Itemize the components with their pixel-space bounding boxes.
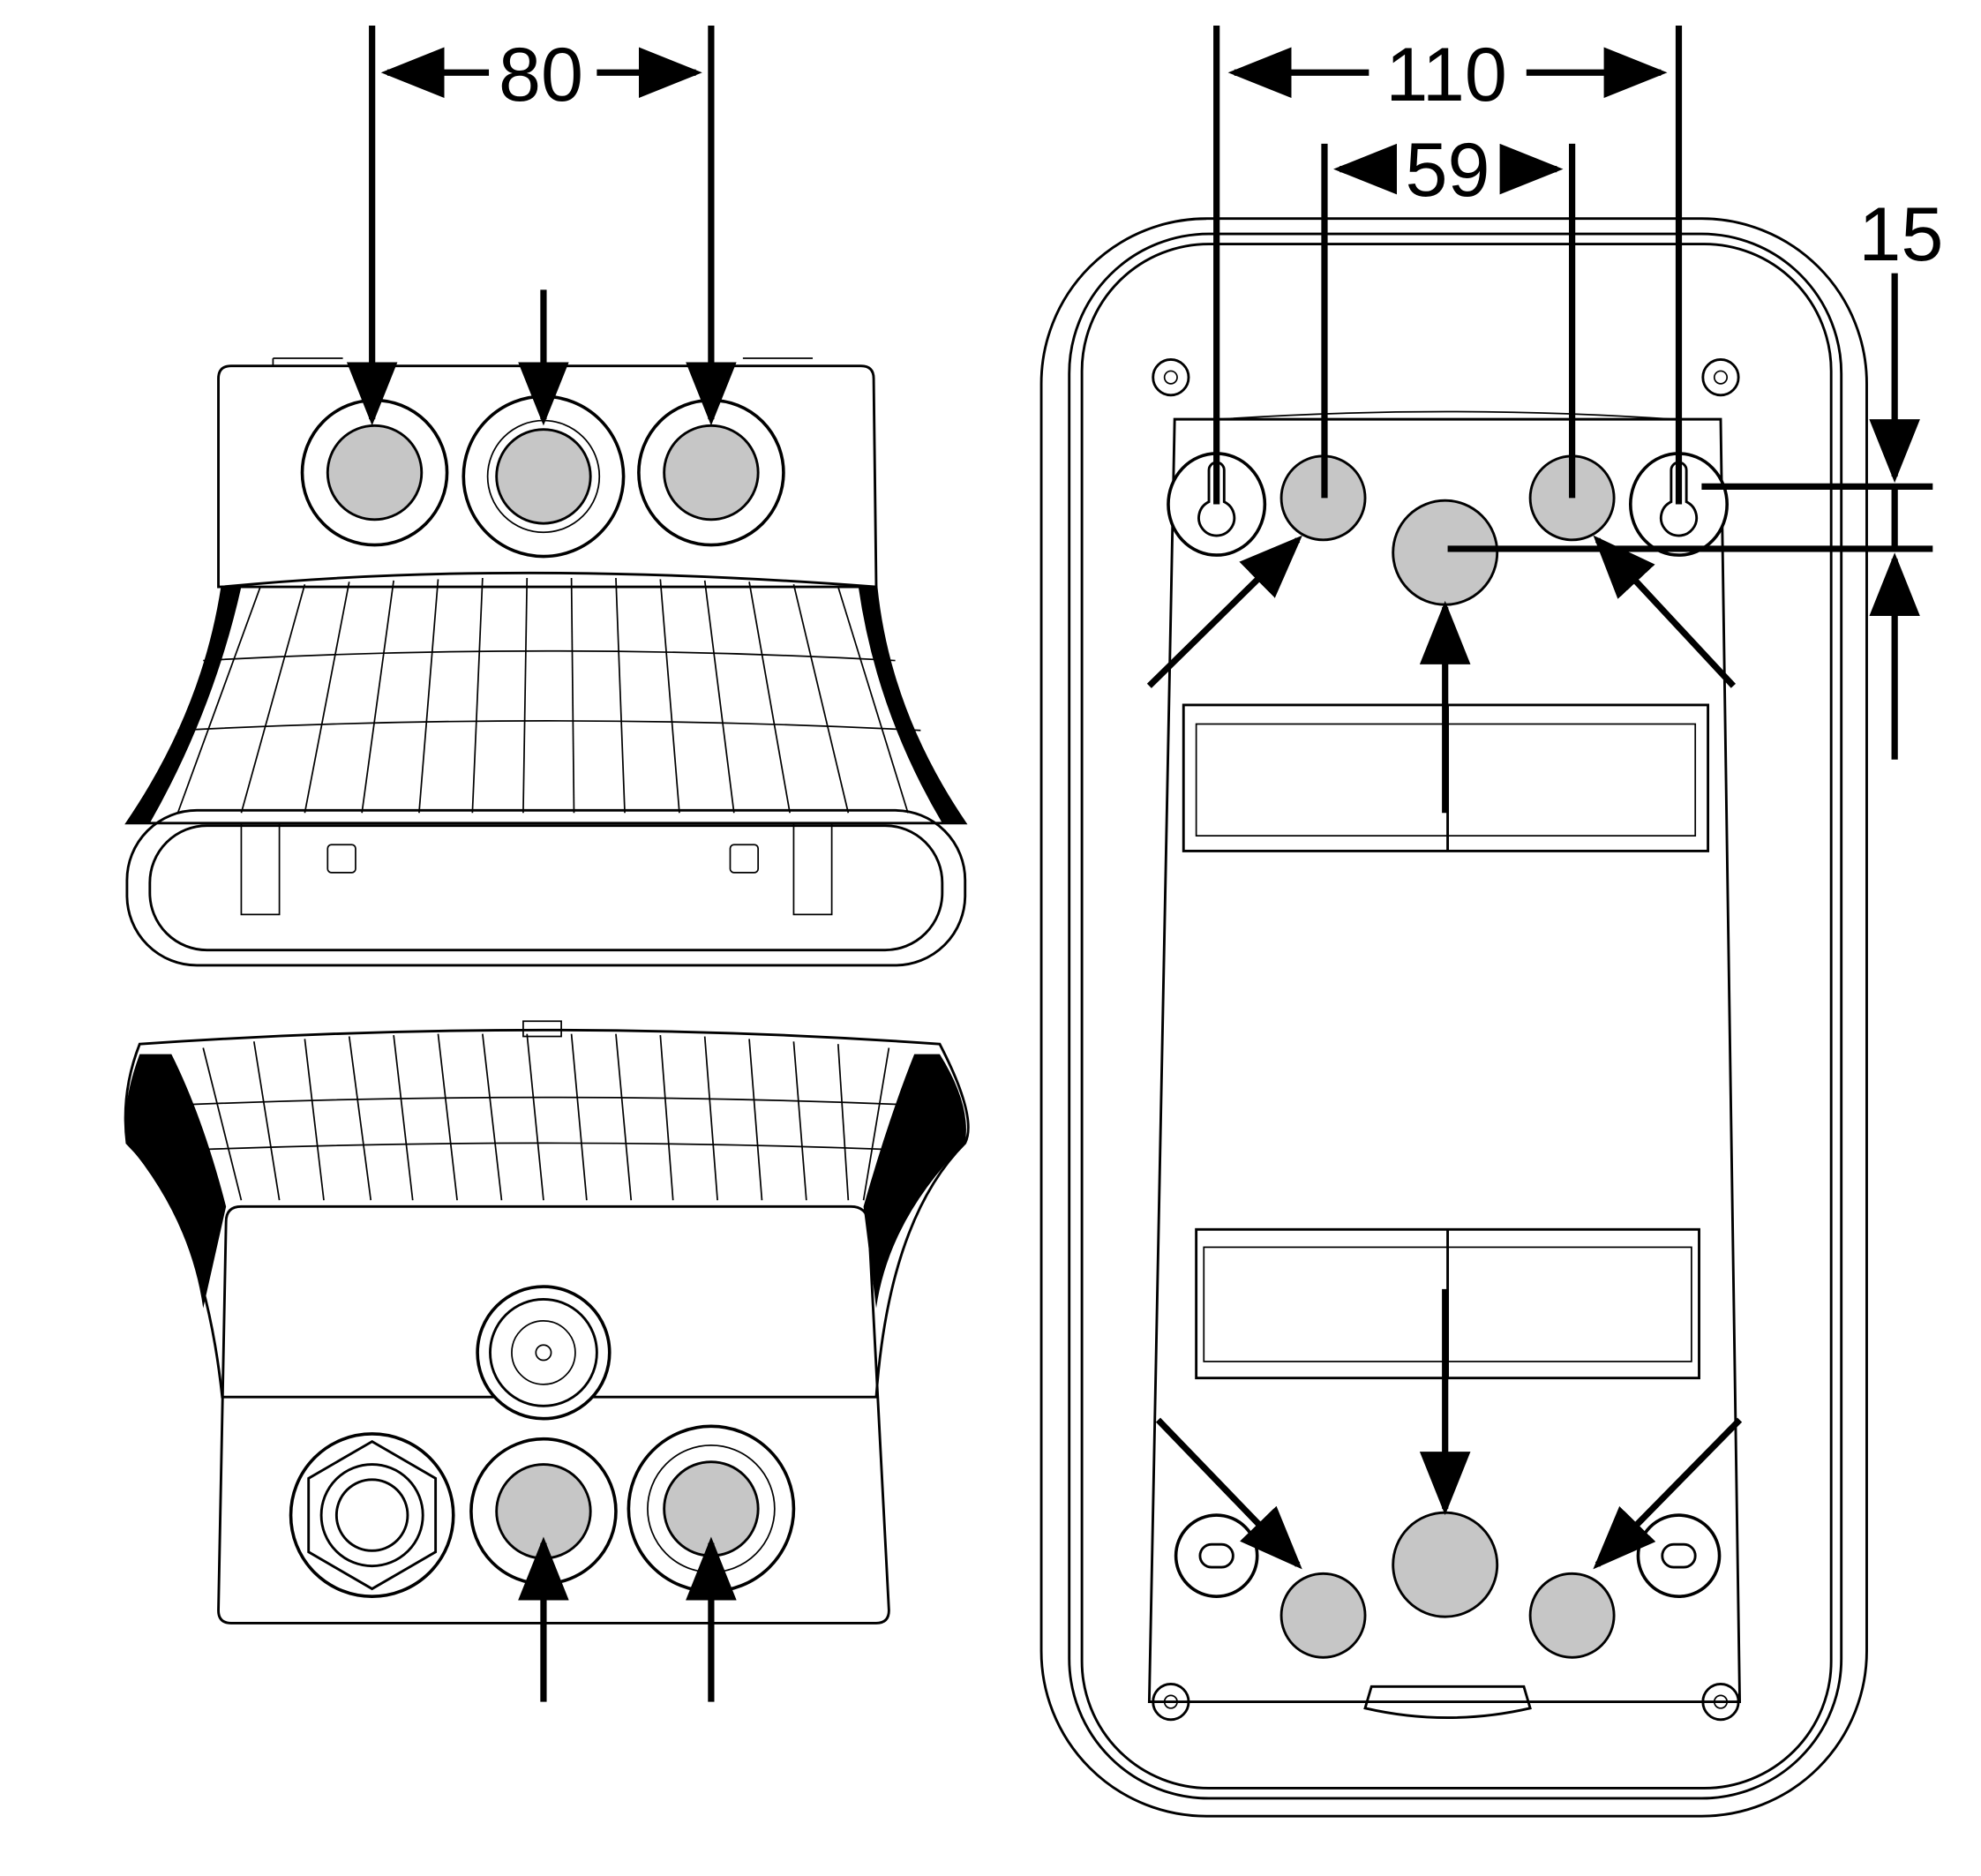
dimension-label-59: 59 (1406, 128, 1490, 213)
dimension-label-80: 80 (499, 33, 583, 117)
back-knockout-bottom-left (1279, 1572, 1367, 1659)
back-knockout-top-center (1392, 499, 1499, 606)
top-view: 80 (124, 26, 968, 967)
top-knockout-left (300, 398, 449, 547)
dimension-label-15: 15 (1858, 192, 1943, 277)
bottom-knockout-center (469, 1437, 618, 1586)
top-knockout-center (461, 394, 626, 559)
bottom-fins (177, 1033, 915, 1201)
bottom-view (124, 1020, 970, 1702)
screw-top-right (1701, 358, 1740, 397)
screw-bottom-left (1152, 1683, 1190, 1722)
screw-top-left (1152, 358, 1190, 397)
back-view: 110 59 15 (1039, 26, 1943, 1818)
mount-slot-right (1636, 1513, 1722, 1598)
dimension-label-110: 110 (1385, 33, 1507, 117)
dimension-110: 110 (1213, 26, 1683, 505)
back-knockout-bottom-center (1392, 1511, 1499, 1618)
dimension-80: 80 (346, 26, 737, 426)
dimension-59: 59 (1321, 128, 1576, 499)
top-knockout-right (637, 398, 785, 547)
bottom-cable-gland (289, 1432, 455, 1598)
back-knockout-bottom-right (1528, 1572, 1616, 1659)
bottom-connector (476, 1285, 612, 1421)
mount-slot-left (1174, 1513, 1259, 1598)
top-fins (176, 577, 921, 814)
screw-bottom-right (1701, 1683, 1740, 1722)
dimension-15: 15 (1447, 192, 1943, 760)
